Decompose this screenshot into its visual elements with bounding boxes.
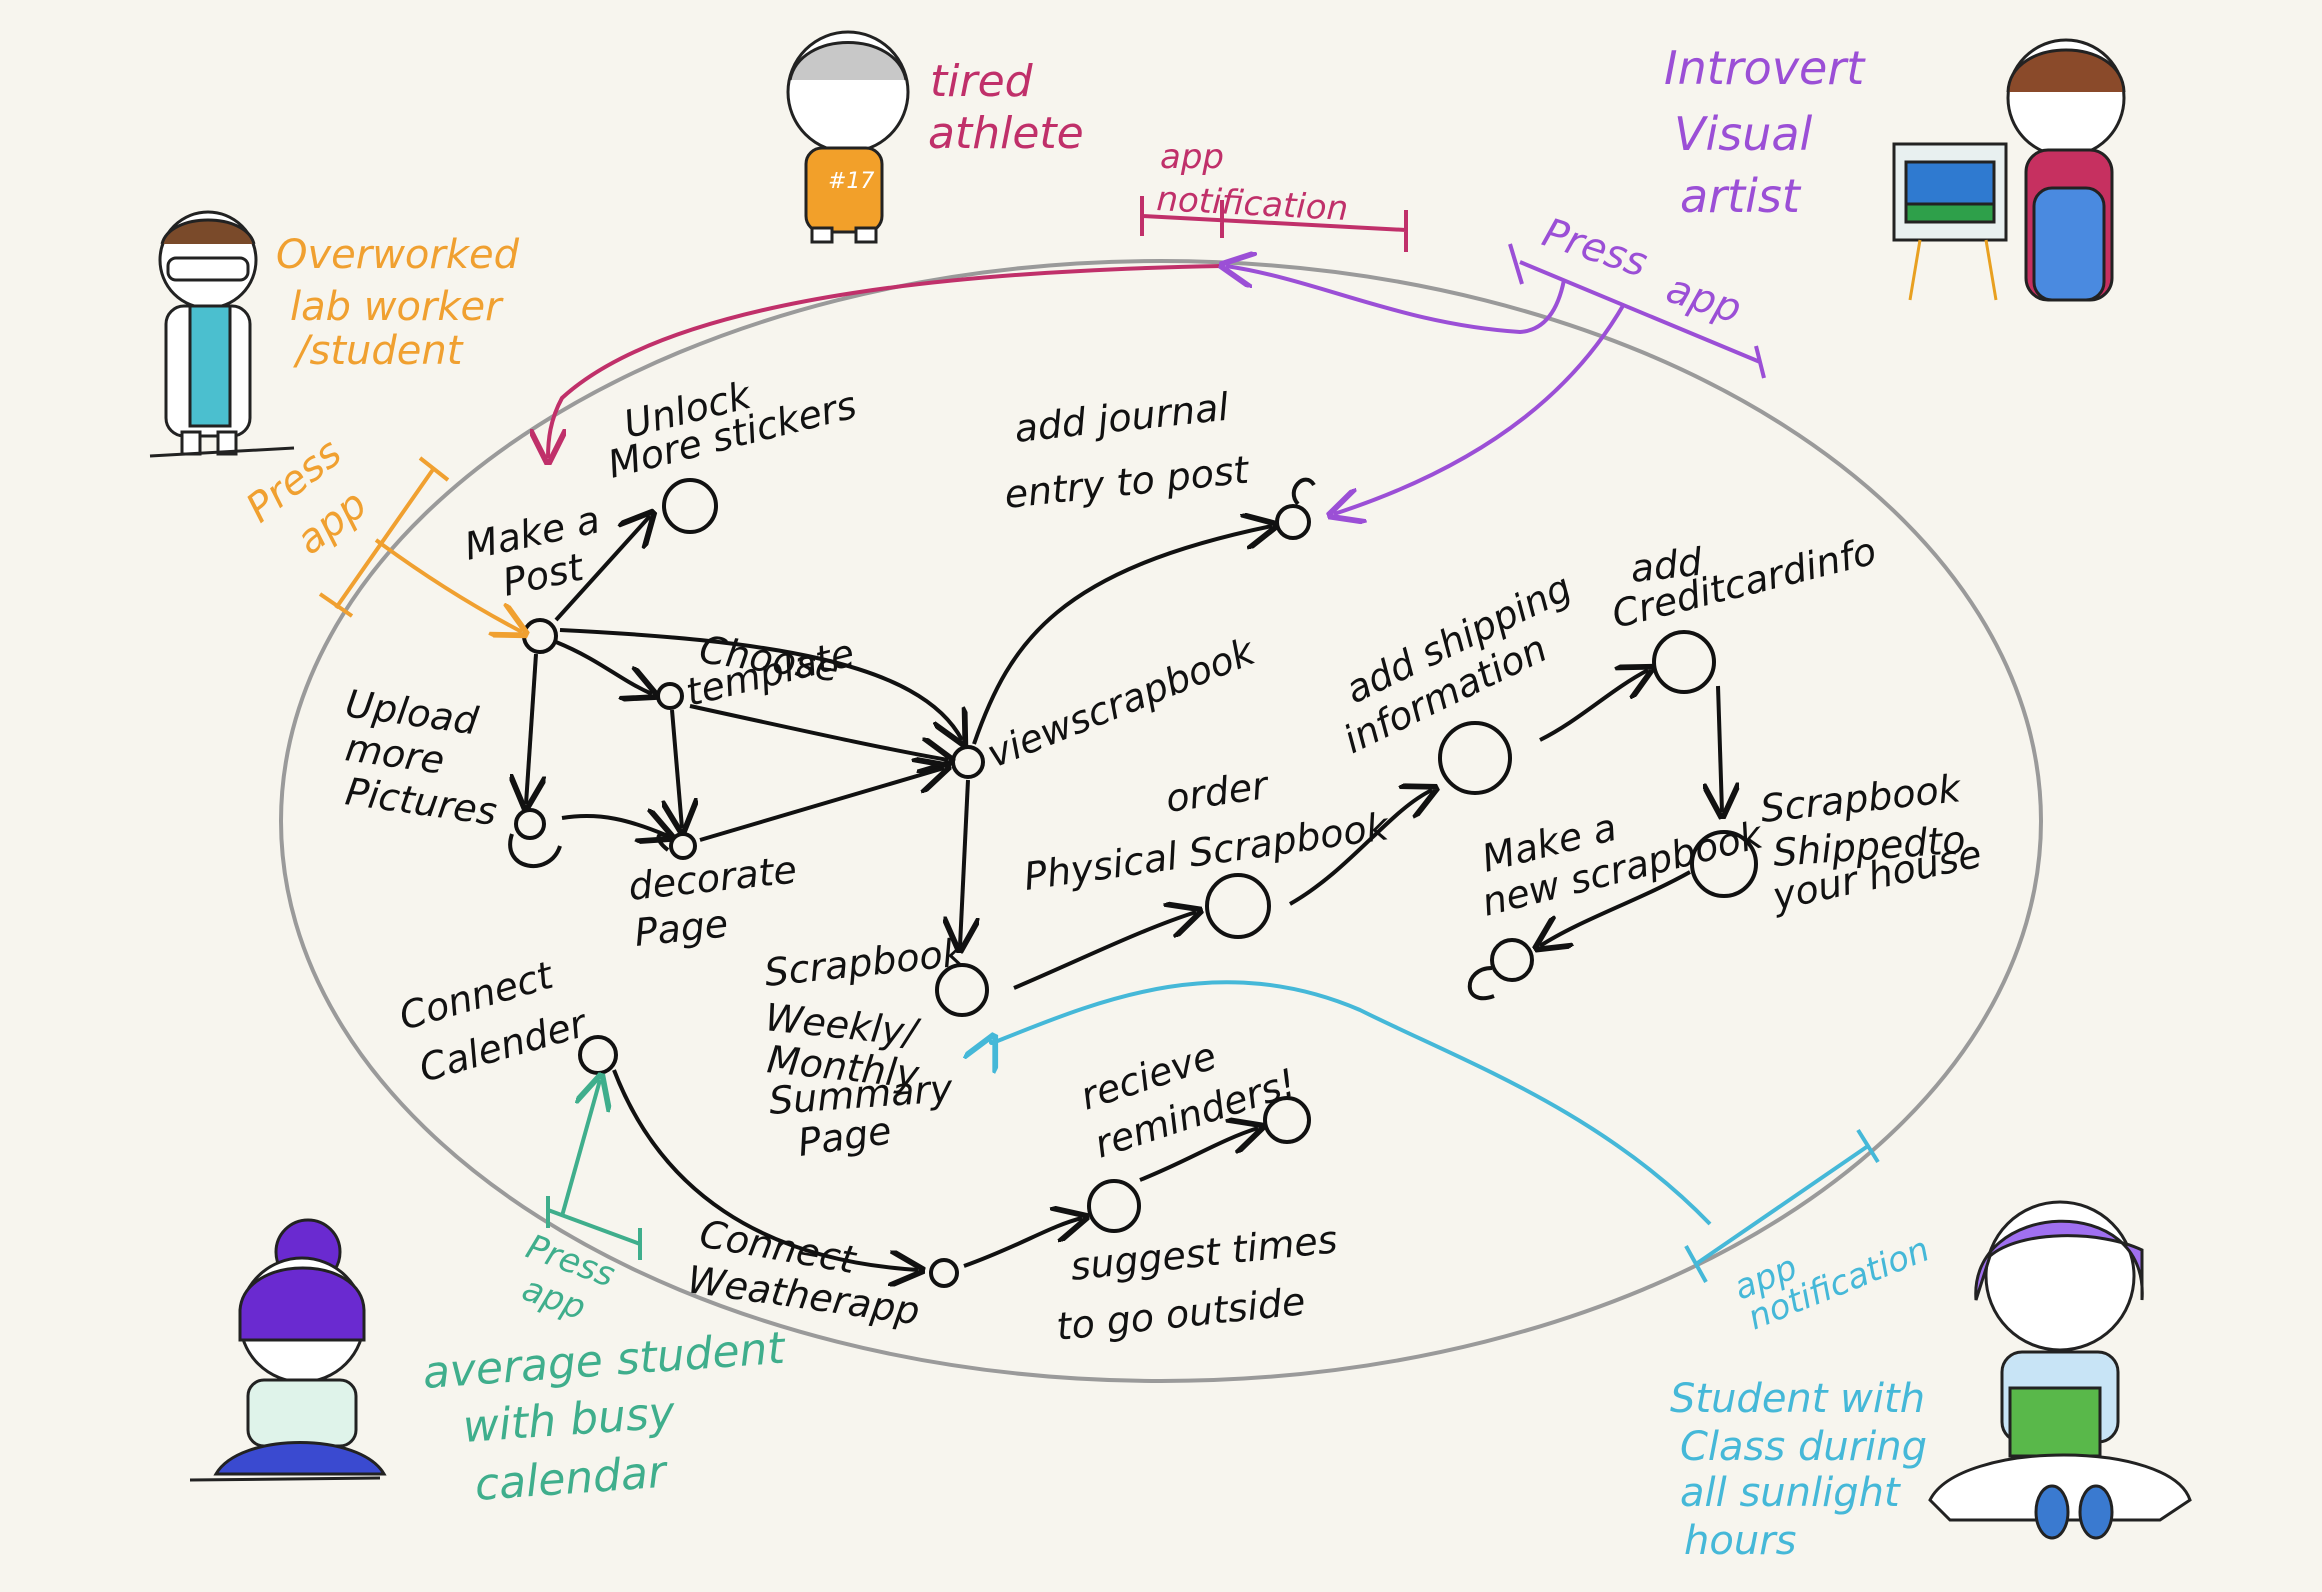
persona-artist-line3: artist (1680, 169, 1802, 223)
persona-busy-student-line3: calendar (473, 1447, 670, 1511)
node-summary (935, 963, 989, 1017)
athlete-character: #17 (786, 30, 910, 244)
label-decorate-1: decorate (626, 848, 799, 909)
node-credit (1652, 630, 1716, 694)
persona-busy-student-line2: with busy (461, 1387, 677, 1453)
persona-sunlight-line2: Class during (1680, 1424, 1927, 1470)
node-upload-loop (508, 833, 562, 869)
persona-athlete-trigger1: app (1160, 137, 1224, 177)
trigger-lab-worker-arrow (374, 538, 522, 632)
arrow-shipped-to-new (1540, 870, 1691, 946)
arrow-view-to-summary (960, 779, 968, 946)
node-shipped (1690, 830, 1758, 898)
arrow-post-to-upload (526, 653, 536, 804)
athlete-jersey-number: #17 (828, 169, 874, 194)
arrow-summary-to-order (1013, 912, 1196, 990)
label-decorate-2: Page (632, 901, 730, 955)
trigger-athlete-bracket (1140, 196, 1408, 252)
arrow-view-to-journal (972, 526, 1272, 745)
system-boundary-ellipse (279, 259, 2043, 1383)
node-make-post (522, 618, 558, 654)
node-upload (514, 808, 546, 840)
node-new-scrapbook (1490, 938, 1534, 982)
trigger-sunlight-arrow (991, 980, 1712, 1226)
persona-lab-worker-line3: /student (293, 328, 464, 374)
node-template (656, 682, 684, 710)
persona-athlete-trigger2: notification (1156, 179, 1350, 229)
label-order-1: order (1163, 763, 1272, 821)
node-new-scrapbook-loop (1467, 966, 1495, 1001)
arrow-template-to-decorate (672, 709, 682, 828)
label-journal-2: entry to post (1002, 447, 1252, 517)
label-view: viewscrapbook (981, 628, 1263, 776)
busy-student-character (189, 1218, 387, 1482)
arrow-post-to-template (555, 640, 652, 694)
node-shipping (1438, 721, 1512, 795)
label-order-2: Physical Scrapbook (1021, 804, 1393, 899)
label-suggest-1: suggest times (1068, 1217, 1339, 1289)
node-order (1205, 873, 1271, 939)
persona-lab-worker-line2: lab worker (290, 284, 504, 330)
label-credit-1: add (1628, 540, 1705, 591)
arrow-post-to-stickers (554, 516, 650, 622)
label-suggest-2: to go outside (1054, 1279, 1307, 1349)
persona-artist-line1: Introvert (1664, 41, 1866, 95)
persona-busy-student-line1: average student (421, 1323, 788, 1399)
arrow-credit-to-shipped (1718, 685, 1722, 812)
trigger-lab-worker-bracket (318, 456, 450, 618)
node-weather (929, 1258, 959, 1288)
persona-sunlight-line1: Student with (1670, 1376, 1925, 1422)
node-view-scrapbook (951, 745, 985, 779)
persona-sunlight-line4: hours (1684, 1518, 1796, 1564)
node-journal (1275, 504, 1311, 540)
trigger-busy-student-arrow (560, 1080, 600, 1217)
node-decorate (669, 832, 697, 860)
label-upload-3: Pictures (343, 769, 500, 834)
persona-athlete-line2: athlete (928, 108, 1084, 159)
arrow-upload-to-decorate (561, 816, 668, 836)
sunlight-student-character (1928, 1200, 2192, 1540)
arrow-order-to-shipping (1289, 790, 1432, 906)
persona-lab-worker-line1: Overworked (276, 232, 520, 278)
persona-athlete-line1: tired (930, 56, 1034, 107)
artist-character (1892, 38, 2126, 302)
trigger-sunlight-bracket (1684, 1128, 1880, 1283)
persona-sunlight-line3: all sunlight (1680, 1470, 1901, 1516)
node-unlock-stickers (662, 478, 718, 534)
node-journal-loop (1291, 477, 1316, 506)
persona-artist-trigger2: app (1661, 266, 1747, 333)
label-journal-1: add journal (1012, 385, 1231, 451)
arrow-post-to-view (559, 628, 962, 740)
trigger-artist-arrow-top (1226, 266, 1566, 335)
trigger-artist-arrow-journal (1334, 302, 1626, 514)
trigger-artist-bracket (1508, 243, 1766, 379)
trigger-athlete-arrow (548, 264, 1223, 458)
persona-artist-line2: Visual (1674, 107, 1813, 161)
lab-worker-character (149, 210, 295, 458)
arrow-calendar-to-weather (612, 1069, 918, 1270)
arrow-weather-to-suggest (963, 1218, 1082, 1268)
arrow-shipping-to-credit (1539, 670, 1648, 742)
arrow-suggest-to-reminders (1139, 1128, 1258, 1182)
arrow-decorate-to-view (699, 768, 944, 842)
arrow-template-to-view (689, 704, 948, 760)
node-suggest (1087, 1179, 1141, 1233)
